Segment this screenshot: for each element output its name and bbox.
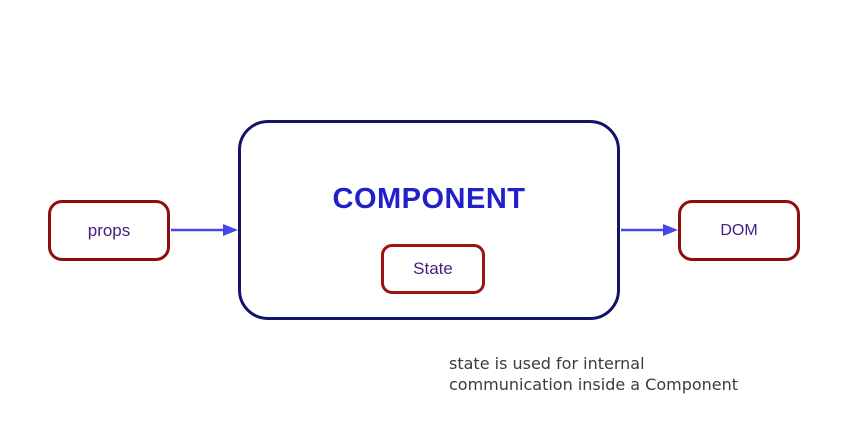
state-box: State (381, 244, 485, 294)
dom-box-label: DOM (720, 221, 758, 239)
props-box: props (48, 200, 170, 261)
caption-line-2: communication inside a Component (449, 375, 739, 394)
arrow-props-to-component-icon (171, 224, 238, 236)
caption-line-1: state is used for internal (449, 354, 645, 373)
component-box: COMPONENT State (238, 120, 620, 320)
dom-box: DOM (678, 200, 800, 261)
props-box-label: props (87, 220, 131, 240)
component-box-title: COMPONENT (332, 183, 526, 215)
caption: state is used for internal communication… (449, 353, 738, 395)
arrow-component-to-dom-icon (621, 224, 678, 236)
state-box-label: State (413, 259, 453, 278)
